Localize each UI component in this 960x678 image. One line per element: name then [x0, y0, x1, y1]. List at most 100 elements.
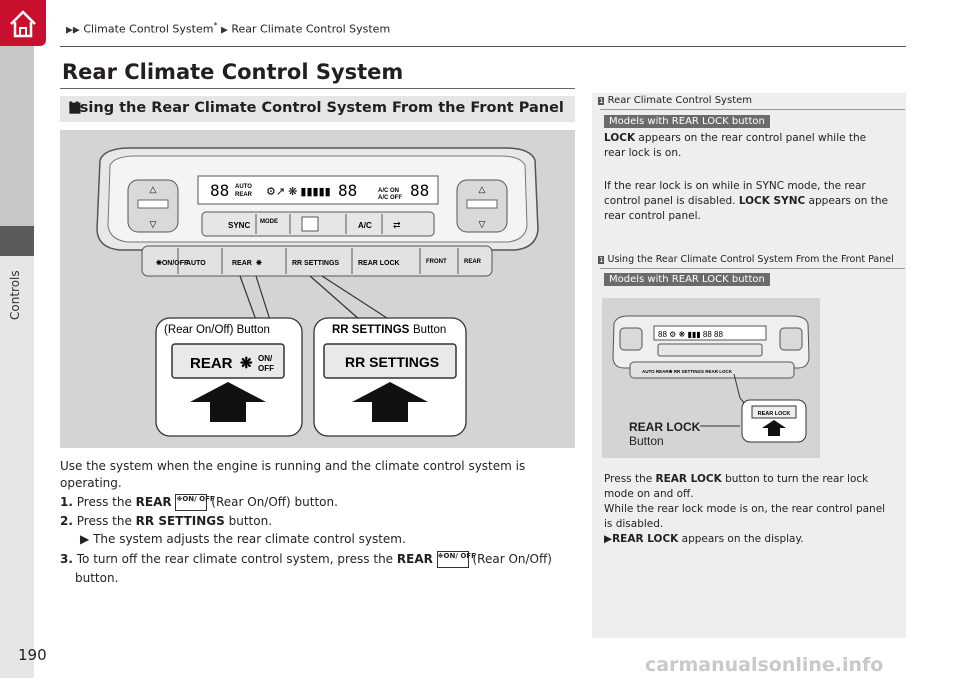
note-2-rear-lock: REAR LOCK	[612, 533, 679, 545]
step-2-result: ▶ The system adjusts the rear climate co…	[80, 531, 406, 548]
rr-settings-label: RR SETTINGS	[292, 260, 339, 267]
step-2-number: 2.	[60, 514, 73, 528]
step-3-number: 3.	[60, 552, 73, 566]
side-tab-active	[0, 226, 34, 256]
note-2-title-text: Using the Rear Climate Control System Fr…	[607, 254, 894, 265]
temp-up-right-icon: △	[479, 184, 486, 194]
rear-onoff-button-icon: ❋ON/ OFF	[175, 494, 215, 511]
icon-onoff-text: ON/ OFF	[182, 495, 215, 503]
page-title: Rear Climate Control System	[62, 60, 404, 84]
svg-text:A/C ON: A/C ON	[378, 188, 399, 194]
svg-text:AUTO: AUTO	[235, 184, 252, 190]
note-1-title-text: Rear Climate Control System	[607, 95, 753, 106]
section-heading-text: Using the Rear Climate Control System Fr…	[68, 100, 564, 116]
climate-panel-illustration: △ ▽ △ ▽ 88 AUTO REAR ⚙︎↗ ❋ ▮▮▮▮▮ 88 A/C …	[96, 147, 539, 437]
svg-text:ON/: ON/	[258, 354, 273, 363]
step-1-rear: REAR	[135, 495, 172, 509]
note-marker-icon: 1	[598, 97, 605, 105]
icon-onoff-text: ON/ OFF	[443, 552, 476, 560]
step-1-number: 1.	[60, 495, 73, 509]
rear-lock-figure: 88 ⚙ ❋ ▮▮▮ 88 88 AUTO REAR❋ RR SETTINGS …	[602, 298, 820, 458]
square-bullet-icon: ■	[68, 100, 82, 116]
svg-text:⇄: ⇄	[393, 220, 401, 230]
step-3-text: To turn off the rear climate control sys…	[76, 552, 397, 566]
home-button[interactable]	[0, 0, 46, 46]
note-1-paragraph-2: If the rear lock is on while in SYNC mod…	[604, 179, 888, 224]
note-1-p2-line3: rear control panel.	[604, 210, 701, 222]
callout-right-label-rest: Button	[413, 324, 446, 336]
callout-rear-button-text: REAR	[190, 355, 233, 372]
rear-defrost-label: REAR	[464, 259, 482, 265]
auto-label: AUTO	[186, 260, 206, 267]
note-1-p2-line2a: control panel is disabled.	[604, 195, 739, 207]
step-2-result-text: The system adjusts the rear climate cont…	[93, 532, 406, 546]
note-2-line5: appears on the display.	[678, 533, 804, 545]
intro-line-2: operating.	[60, 476, 122, 490]
step-1-text: Press the	[76, 495, 136, 509]
note-2-pa: Press the	[604, 473, 656, 485]
temp-up-left-icon: △	[150, 184, 157, 194]
breadcrumb-arrow-icon: ▶▶	[66, 25, 80, 36]
svg-text:⚙︎↗ ❋ ▮▮▮▮▮: ⚙︎↗ ❋ ▮▮▮▮▮	[266, 186, 331, 198]
header-divider	[60, 46, 906, 47]
rear-lock-callout-l1: REAR LOCK	[629, 420, 701, 434]
page-number: 190	[18, 646, 47, 664]
rear-onoff-label: REAR	[232, 260, 252, 267]
home-icon	[10, 10, 36, 38]
svg-text:OFF: OFF	[258, 364, 274, 373]
side-tab-label[interactable]: Controls	[8, 270, 22, 320]
side-tab-strip	[0, 46, 34, 226]
temp-down-left-icon: ▽	[150, 219, 157, 229]
note-1-p1-rest: appears on the rear control panel while …	[635, 132, 867, 144]
note-2-divider	[600, 268, 905, 269]
note-1-p2-line1: If the rear lock is on while in SYNC mod…	[604, 180, 866, 192]
mode-label: MODE	[260, 219, 278, 225]
title-divider	[60, 88, 575, 89]
note-2-pc: button to turn the rear lock	[721, 473, 869, 485]
rear-lock-callout-l2: Button	[629, 434, 664, 448]
svg-text:❋: ❋	[240, 355, 253, 372]
step-2-rest: button.	[224, 514, 273, 528]
intro-line-1: Use the system when the engine is runnin…	[60, 459, 526, 473]
svg-text:88: 88	[410, 181, 429, 200]
models-badge-2: Models with REAR LOCK button	[604, 273, 770, 286]
intro-paragraph: Use the system when the engine is runnin…	[60, 458, 525, 492]
breadcrumb-link-rear[interactable]: Rear Climate Control System	[231, 22, 391, 36]
note-marker-icon: 1	[598, 256, 605, 264]
note-2-line3: While the rear lock mode is on, the rear…	[604, 503, 886, 515]
rear-onoff-button-icon: ❋ON/ OFF	[436, 551, 476, 568]
fan-onoff-left-label: ❋ON/OFF	[156, 259, 189, 267]
models-badge-1: Models with REAR LOCK button	[604, 115, 770, 128]
step-3-line-2: button.	[75, 571, 119, 585]
note-2-paragraph: Press the REAR LOCK button to turn the r…	[604, 472, 885, 547]
callout-rr-button-text: RR SETTINGS	[345, 354, 439, 370]
callout-right-label-bold: RR SETTINGS	[332, 324, 410, 336]
svg-text:88: 88	[210, 181, 229, 200]
temp-down-right-icon: ▽	[479, 219, 486, 229]
note-1-p2-line2c: appears on the	[805, 195, 888, 207]
rear-lock-figure-button: REAR LOCK	[758, 411, 791, 417]
rear-lock-callout: REAR LOCK Button	[629, 420, 700, 448]
watermark: carmanualsonline.info	[645, 654, 884, 676]
climate-panel-figure: △ ▽ △ ▽ 88 AUTO REAR ⚙︎↗ ❋ ▮▮▮▮▮ 88 A/C …	[60, 130, 575, 448]
note-2-line4: is disabled.	[604, 518, 664, 530]
step-2: 2. Press the RR SETTINGS button.	[60, 513, 272, 530]
section-heading: ■ Using the Rear Climate Control System …	[60, 96, 575, 122]
svg-text:AUTO REAR❋ RR SETTINGS R: AUTO REAR❋ RR SETTINGS REAR LOCK	[642, 369, 733, 374]
lock-sync-bold: LOCK SYNC	[738, 195, 806, 207]
note-2-title: 1 Using the Rear Climate Control System …	[598, 254, 894, 265]
breadcrumb-star: *	[213, 21, 218, 30]
sync-label: SYNC	[228, 221, 250, 230]
note-2-pb: REAR LOCK	[655, 473, 722, 485]
note-1-divider	[600, 109, 905, 110]
callout-left-label: (Rear On/Off) Button	[164, 324, 270, 336]
note-2-line2: mode on and off.	[604, 488, 694, 500]
front-defrost-label: FRONT	[426, 259, 447, 265]
step-2-rr-settings: RR SETTINGS	[135, 514, 225, 528]
note-1-paragraph-1: LOCK appears on the rear control panel w…	[604, 131, 866, 161]
breadcrumb-link-climate[interactable]: Climate Control System	[83, 22, 214, 36]
step-1-rest: (Rear On/Off) button.	[211, 495, 338, 509]
rear-lock-illustration: 88 ⚙ ❋ ▮▮▮ 88 88 AUTO REAR❋ RR SETTINGS …	[612, 315, 810, 443]
arrow-right-icon: ▶	[604, 533, 613, 545]
rear-lock-label: REAR LOCK	[358, 260, 400, 267]
